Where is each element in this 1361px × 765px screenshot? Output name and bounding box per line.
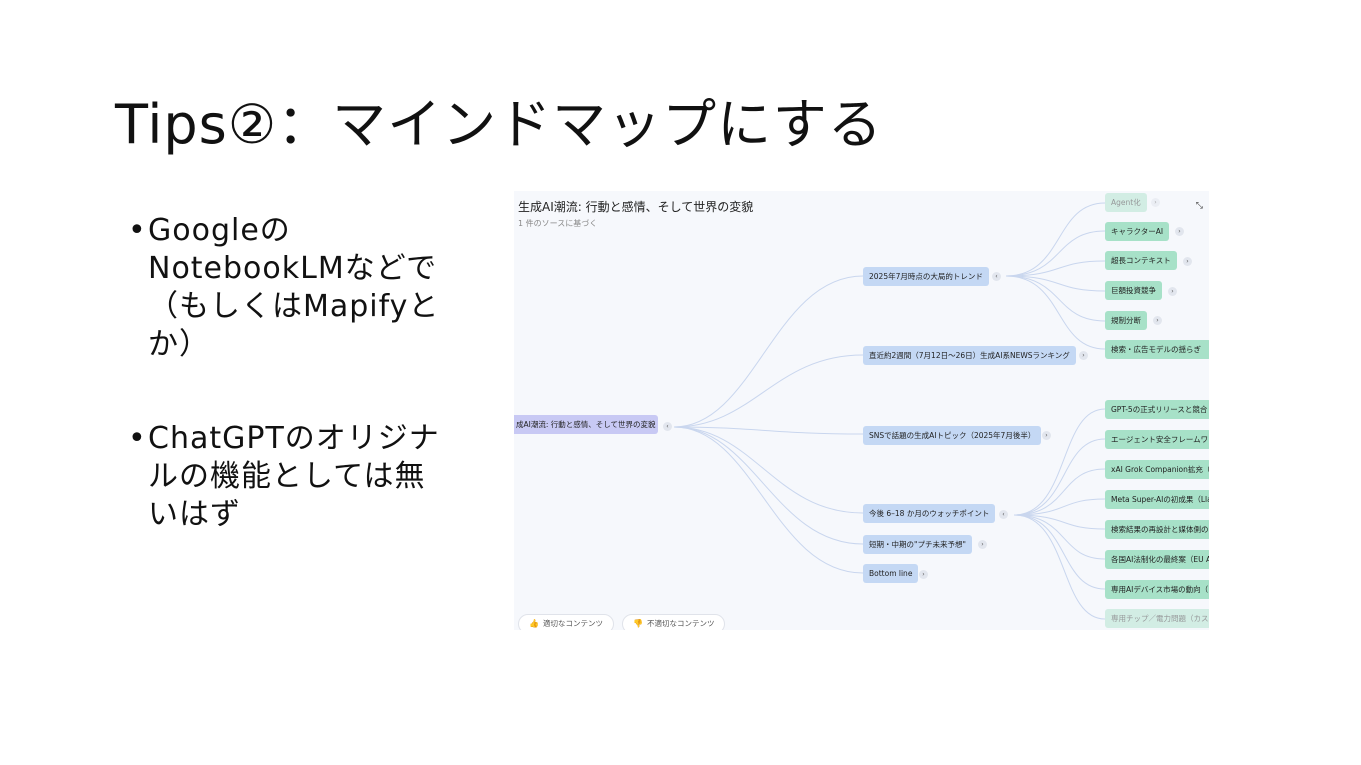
bullet-list: • GoogleのNotebookLMなどで（もしくはMapifyとか） • C… [128, 212, 458, 590]
branch-node[interactable]: 直近約2週間（7月12日〜26日）生成AI系NEWSランキング [863, 346, 1076, 365]
expand-icon[interactable]: › [978, 540, 987, 549]
bullet-item: • ChatGPTのオリジナルの機能としては無いはず [128, 420, 458, 534]
branch-node[interactable]: SNSで話題の生成AIトピック（2025年7月後半） [863, 426, 1042, 445]
expand-icon[interactable]: › [1175, 227, 1184, 236]
expand-icon[interactable]: › [1153, 316, 1162, 325]
leaf-node[interactable]: Agent化 [1105, 193, 1147, 212]
bad-content-button[interactable]: 👎不適切なコンテンツ [622, 614, 726, 630]
leaf-node[interactable]: Meta Super-AIの初成果（Llam [1105, 490, 1209, 509]
leaf-node[interactable]: 巨額投資競争 [1105, 281, 1162, 300]
branch-node[interactable]: 今後 6–18 か月のウォッチポイント [863, 504, 996, 523]
mindmap-source-note: 1 件のソースに基づく [518, 219, 598, 228]
expand-icon[interactable]: › [1151, 198, 1160, 207]
bullet-dot: • [128, 213, 147, 248]
bullet-text: ChatGPTのオリジナルの機能としては無いはず [148, 421, 440, 532]
root-node[interactable]: 成AI潮流: 行動と感情、そして世界の変貌 [514, 415, 658, 434]
leaf-node[interactable]: 規制分断 [1105, 311, 1147, 330]
branch-node[interactable]: 2025年7月時点の大局的トレンド [863, 267, 989, 286]
collapse-icon[interactable]: ‹ [999, 510, 1008, 519]
expand-icon[interactable]: › [1079, 351, 1088, 360]
leaf-node[interactable]: 専用チップ／電力問題（カス [1105, 609, 1209, 628]
bullet-item: • GoogleのNotebookLMなどで（もしくはMapifyとか） [128, 212, 458, 364]
expand-icon[interactable]: › [1168, 287, 1177, 296]
collapse-all-icon[interactable]: ⤡ [1195, 201, 1203, 211]
collapse-icon[interactable]: ‹ [663, 422, 672, 431]
mindmap-title: 生成AI潮流: 行動と感情、そして世界の変貌 [518, 200, 754, 214]
leaf-node[interactable]: キャラクターAI [1105, 222, 1170, 241]
leaf-node[interactable]: 専用AIデバイス市場の動向（ [1105, 580, 1209, 599]
mindmap-screenshot: 生成AI潮流: 行動と感情、そして世界の変貌 1 件のソースに基づく ⤡ 成AI… [514, 191, 1209, 630]
thumbs-down-icon: 👎 [633, 619, 643, 628]
bullet-dot: • [128, 421, 147, 456]
mindmap-links [673, 202, 1106, 620]
leaf-node[interactable]: GPT-5の正式リリースと競合 [1105, 400, 1209, 419]
leaf-node[interactable]: xAI Grok Companion拡充（返 [1105, 460, 1209, 479]
good-content-button[interactable]: 👍適切なコンテンツ [518, 614, 614, 630]
slide-title: Tips②：マインドマップにする [115, 93, 883, 156]
expand-icon[interactable]: › [1042, 431, 1051, 440]
good-content-label: 適切なコンテンツ [542, 619, 603, 628]
branch-node[interactable]: 短期・中期の"プチ未来予想" [863, 535, 972, 554]
leaf-node[interactable]: 検索結果の再設計と媒体側の [1105, 520, 1209, 539]
expand-icon[interactable]: › [1183, 257, 1192, 266]
collapse-icon[interactable]: ‹ [992, 272, 1001, 281]
leaf-node[interactable]: 検索・広告モデルの揺らぎ [1105, 340, 1209, 359]
bad-content-label: 不適切なコンテンツ [646, 619, 715, 628]
expand-icon[interactable]: › [919, 570, 928, 579]
bullet-text: GoogleのNotebookLMなどで（もしくはMapifyとか） [148, 213, 440, 362]
leaf-node[interactable]: 超長コンテキスト [1105, 251, 1177, 270]
leaf-node[interactable]: エージェント安全フレームワ [1105, 430, 1209, 449]
thumbs-up-icon: 👍 [529, 619, 539, 628]
leaf-node[interactable]: 各国AI法制化の最終案（EU A [1105, 550, 1209, 569]
branch-node[interactable]: Bottom line [863, 564, 919, 583]
